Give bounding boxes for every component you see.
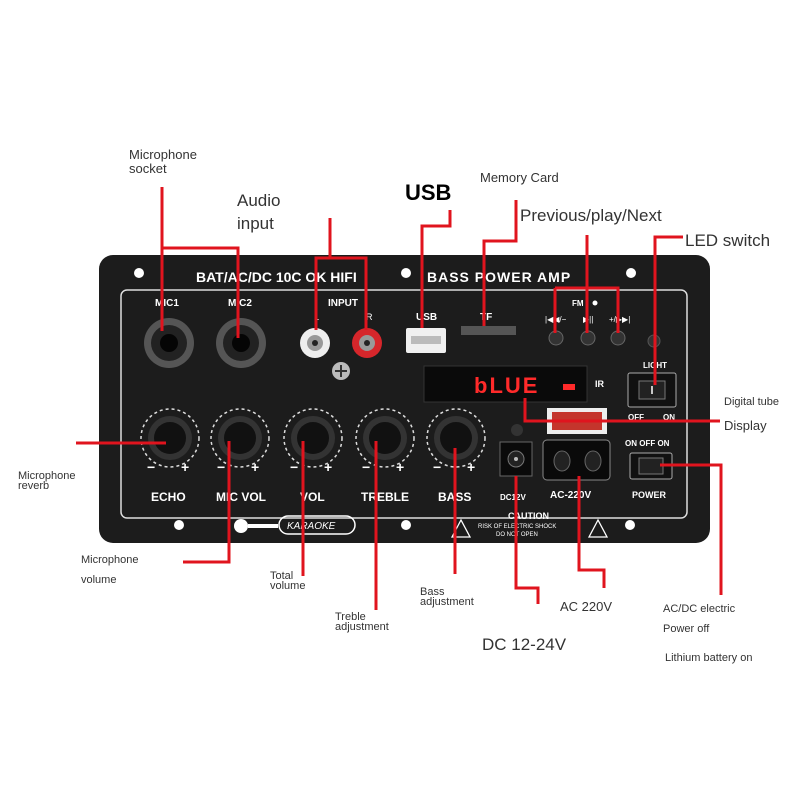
fm-label: FM (572, 299, 584, 308)
callout-microphone-socket: Microphone socket (129, 147, 197, 176)
play-button[interactable] (580, 330, 596, 346)
screw-hole (625, 520, 635, 530)
mic1-socket[interactable] (144, 318, 194, 368)
callout-treble-adjustment: Treble adjustment (335, 611, 389, 634)
callout-memory-card: Memory Card (480, 170, 559, 185)
callout-microphone-volume-line1: Microphone (81, 554, 139, 566)
screw-hole (401, 268, 411, 278)
leader-next (555, 286, 620, 333)
callout-total-volume: Total volume (270, 570, 306, 593)
power-label: POWER (632, 490, 667, 500)
callout-previous-play-next: Previous/play/Next (520, 206, 662, 225)
leader-memory-card (482, 200, 518, 326)
leader-mic-volume (183, 441, 231, 564)
callout-digital-tube: Digital tube (724, 396, 780, 408)
usb-port[interactable] (406, 328, 446, 353)
next-button[interactable] (610, 330, 626, 346)
usb-label: USB (416, 312, 437, 323)
rca-left-jack[interactable] (300, 328, 330, 358)
rca-right-jack[interactable] (352, 328, 382, 358)
ir-label: IR (595, 379, 605, 389)
echo-label: ECHO (151, 490, 186, 504)
input-label: INPUT (328, 298, 358, 309)
display-text: bLUE (474, 373, 539, 398)
dc-power-jack[interactable] (499, 441, 533, 477)
tf-card-slot[interactable] (461, 326, 516, 335)
ac220v-label: AC-220V (550, 490, 591, 501)
callout-dc-12-24v: DC 12-24V (482, 635, 567, 654)
plus-sign: + (324, 459, 332, 475)
mic-vol-label: MIC VOL (216, 490, 266, 504)
leader-display (523, 398, 720, 423)
callout-lithium-battery-on: Lithium battery on (665, 652, 753, 664)
leader-mic2 (162, 246, 240, 338)
mic2-socket[interactable] (216, 318, 266, 368)
screw-hole (401, 520, 411, 530)
bass-knob[interactable] (426, 408, 486, 468)
dc12v-label: DC12V (500, 493, 526, 502)
callout-bass-adjustment: Bass adjustment (420, 586, 474, 609)
status-led (511, 424, 523, 436)
caution-label: CAUTION (508, 511, 549, 521)
callout-microphone-reverb: Microphone reverb (18, 470, 76, 493)
screw-hole (134, 268, 144, 278)
board-title-right: BASS POWER AMP (427, 269, 571, 285)
callout-led-switch: LED switch (685, 231, 771, 250)
knob-plus-minus-marks: − + − + − + − + − + (147, 459, 475, 475)
next-label: +/▶▶| (609, 315, 630, 324)
screw-hole (626, 268, 636, 278)
minus-sign: − (217, 459, 225, 475)
led-display (423, 365, 588, 403)
plus-sign: + (251, 459, 259, 475)
warning-icon (587, 518, 609, 538)
leader-led-switch (653, 235, 683, 385)
power-switch-label: ON OFF ON (625, 439, 670, 448)
board-panel-outline (120, 289, 688, 519)
echo-knob[interactable] (140, 408, 200, 468)
light-off-label: OFF (628, 413, 644, 422)
minus-sign: − (290, 459, 298, 475)
leader-ac (577, 476, 606, 588)
plus-sign: + (467, 459, 475, 475)
previous-button[interactable] (548, 330, 564, 346)
vol-label: VOL (300, 490, 325, 504)
microphone-icon (234, 519, 278, 533)
callout-microphone-volume-line2: volume (81, 574, 117, 586)
plus-sign: + (181, 459, 189, 475)
leader-usb (420, 210, 452, 328)
plus-sign: + (396, 459, 404, 475)
karaoke-label: KARAOKE (287, 521, 336, 532)
callout-leaders (76, 187, 723, 610)
leader-audio-l (314, 218, 332, 330)
minus-sign: − (147, 459, 155, 475)
minus-sign: − (362, 459, 370, 475)
led-light-switch[interactable] (627, 372, 677, 408)
display-indicator (563, 384, 575, 390)
callout-audio-input: Audio input (237, 191, 281, 233)
fm-indicator (592, 300, 598, 306)
power-switch[interactable] (629, 452, 673, 480)
light-on-label: ON (663, 413, 675, 422)
callout-display: Display (724, 418, 767, 433)
treble-label: TREBLE (361, 490, 409, 504)
callout-power-off: Power off (663, 623, 710, 635)
callout-ac-220v: AC 220V (560, 599, 613, 614)
mic2-label: MIC2 (228, 298, 252, 309)
mic1-label: MIC1 (155, 298, 179, 309)
screw-hole (174, 520, 184, 530)
callout-acdc-electric: AC/DC electric (663, 603, 736, 615)
minus-sign: − (433, 459, 441, 475)
callout-usb: USB (405, 180, 452, 205)
tf-label: TF (480, 312, 492, 323)
board-title: BAT/AC/DC 10C OK HIFI (196, 269, 357, 285)
ac-power-socket[interactable] (542, 439, 611, 481)
leader-audio-r (330, 256, 368, 330)
leader-dc (514, 476, 540, 604)
input-r-label: R (366, 312, 373, 322)
ground-screw (332, 362, 350, 380)
karaoke-badge (278, 515, 356, 535)
leader-power (660, 463, 723, 595)
